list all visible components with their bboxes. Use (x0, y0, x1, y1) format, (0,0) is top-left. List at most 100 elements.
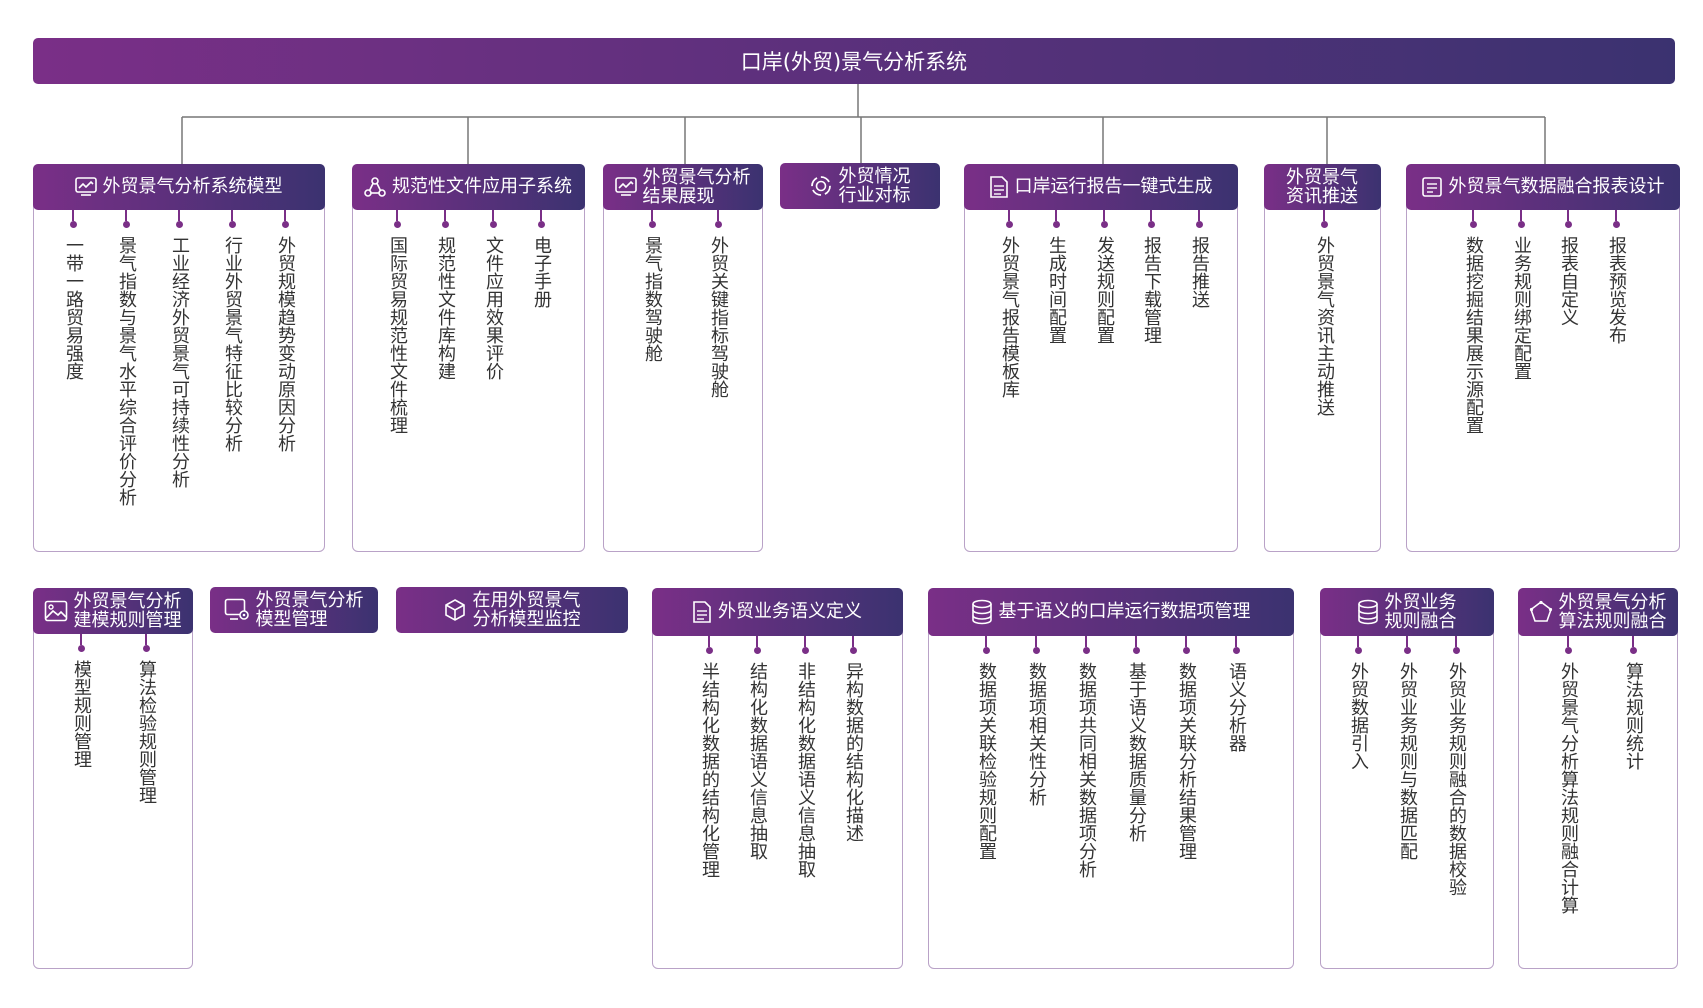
module-title: 口岸运行报告一键式生成 (1014, 176, 1213, 197)
leaf-connector (492, 210, 494, 221)
chart-icon (74, 176, 97, 197)
leaf-label: 非结构化数据语义信息抽取 (795, 662, 816, 878)
module-header: 外贸景气分析系统模型 (32, 163, 325, 210)
module-card: 在用外贸景气分析模型监控 (395, 586, 629, 634)
module-card: 外贸景气分析算法规则融合外贸景气分析算法规则融合计算 算法规则统计 (1517, 587, 1678, 969)
leaf-item: 基于语义数据质量分析 (1124, 636, 1148, 842)
leaf-connector (1035, 636, 1037, 647)
module-card: 口岸运行报告一键式生成外贸景气报告模板库 生成时间配置 发送规则配置 报告下载管理 报告… (963, 163, 1238, 552)
leaf-connector (80, 634, 82, 645)
leaf-dot (982, 647, 990, 654)
leaf-dot (175, 221, 183, 228)
leaf-item: 异构数据的结构化描述 (841, 636, 865, 842)
leaf-item: 外贸景气分析算法规则融合计算 (1556, 636, 1580, 914)
leaf-dot (228, 221, 236, 228)
leaf-connector (1357, 636, 1359, 647)
leaf-label: 外贸景气分析算法规则融合计算 (1558, 662, 1579, 914)
module-header: 口岸运行报告一键式生成 (963, 163, 1238, 210)
module-header: 外贸景气资讯推送 (1263, 163, 1381, 210)
leaf-item: 外贸业务规则与数据匹配 (1395, 636, 1419, 860)
leaf-label: 异构数据的结构化描述 (843, 662, 864, 842)
leaf-dot (714, 221, 722, 228)
leaf-item: 工业经济外贸景气可持续性分析 (167, 210, 191, 488)
module-title: 在用外贸景气分析模型监控 (472, 589, 581, 630)
leaf-label: 外贸数据引入 (1348, 662, 1369, 770)
leaf-dot (1612, 221, 1620, 228)
leaf-connector (1235, 636, 1237, 647)
leaf-connector (396, 210, 398, 221)
leaf-connector (540, 210, 542, 221)
leaf-connector (444, 210, 446, 221)
leaf-item: 行业外贸景气特征比较分析 (220, 210, 244, 452)
leaf-item: 业务规则绑定配置 (1509, 210, 1533, 380)
leaf-label: 数据项共同相关数据项分析 (1076, 662, 1097, 878)
module-title: 外贸景气数据融合报表设计 (1448, 176, 1665, 197)
leaf-label: 数据项相关性分析 (1026, 662, 1047, 806)
module-title: 规范性文件应用子系统 (392, 176, 572, 197)
leaf-dot (1517, 221, 1525, 228)
leaf-dot (1629, 647, 1637, 654)
leaf-item: 外贸规模趋势变动原因分析 (273, 210, 297, 452)
leaf-dot (77, 645, 85, 652)
leaf-label: 外贸关键指标驾驶舱 (708, 236, 729, 398)
module-title: 外贸景气资讯推送 (1286, 166, 1358, 207)
leaf-item: 发送规则配置 (1092, 210, 1116, 344)
leaf-item: 报告推送 (1187, 210, 1211, 308)
module-header: 外贸业务语义定义 (651, 587, 903, 636)
module-card: 规范性文件应用子系统国际贸易规范性文件梳理规范性文件库构建文件应用效果评价电子手… (351, 163, 585, 552)
leaf-connector (717, 210, 719, 221)
module-header: 外贸景气分析模型管理 (209, 586, 378, 633)
leaf-connector (231, 210, 233, 221)
system-title: 口岸(外贸)景气分析系统 (33, 38, 1675, 84)
leaf-label: 业务规则绑定配置 (1511, 236, 1532, 380)
leaf-item: 景气指数与景气水平综合评价分析 (114, 210, 138, 506)
leaf-connector (1185, 636, 1187, 647)
leaf-dot (1082, 647, 1090, 654)
leaf-label: 语义分析器 (1226, 662, 1247, 752)
leaf-label: 算法规则统计 (1623, 662, 1644, 770)
leaf-label: 生成时间配置 (1046, 236, 1067, 344)
module-header: 外贸情况行业对标 (779, 162, 940, 209)
cycle-icon (809, 174, 833, 198)
module-card: 外贸景气分析模型管理 (209, 586, 379, 634)
leaf-item: 半结构化数据的结构化管理 (697, 636, 721, 878)
report-icon (1421, 176, 1443, 198)
leaf-connector (804, 636, 806, 647)
leaf-item: 电子手册 (529, 210, 553, 308)
leaf-connector (852, 636, 854, 647)
module-title: 外贸情况行业对标 (838, 165, 911, 206)
leaf-connector (125, 210, 127, 221)
leaf-connector (1567, 636, 1569, 647)
leaf-connector (1008, 210, 1010, 221)
leaf-connector (1455, 636, 1457, 647)
leaf-label: 报告下载管理 (1141, 236, 1162, 344)
module-title: 外贸业务语义定义 (718, 601, 862, 622)
module-card: 外贸业务语义定义半结构化数据的结构化管理结构化数据语义信息抽取 非结构化数据语义信… (651, 587, 903, 969)
module-title: 外贸景气分析系统模型 (102, 176, 283, 197)
leaf-dot (393, 221, 401, 228)
leaf-label: 数据项关联检验规则配置 (976, 662, 997, 860)
leaf-item: 外贸景气资讯主动推送 (1312, 210, 1336, 416)
leaf-dot (1182, 647, 1190, 654)
leaf-dot (1032, 647, 1040, 654)
leaf-label: 一带一路贸易强度 (63, 236, 84, 380)
module-title: 外贸景气分析建模规则管理 (73, 590, 182, 631)
settings-icon (224, 598, 250, 622)
leaf-item: 数据项关联分析结果管理 (1174, 636, 1198, 860)
leaf-item: 外贸景气报告模板库 (997, 210, 1021, 398)
leaf-label: 发送规则配置 (1094, 236, 1115, 344)
module-title: 基于语义的口岸运行数据项管理 (998, 601, 1251, 622)
leaf-label: 报表预览发布 (1606, 236, 1627, 344)
leaf-item: 非结构化数据语义信息抽取 (793, 636, 817, 878)
leaf-connector (284, 210, 286, 221)
module-header: 基于语义的口岸运行数据项管理 (927, 587, 1294, 636)
leaf-label: 外贸规模趋势变动原因分析 (275, 236, 296, 452)
module-header: 在用外贸景气分析模型监控 (395, 586, 628, 633)
leaf-item: 结构化数据语义信息抽取 (745, 636, 769, 860)
leaf-dot (69, 221, 77, 228)
leaf-dot (1052, 221, 1060, 228)
leaf-connector (1198, 210, 1200, 221)
module-header: 外贸景气分析算法规则融合 (1517, 587, 1678, 636)
cube-icon (443, 598, 467, 622)
